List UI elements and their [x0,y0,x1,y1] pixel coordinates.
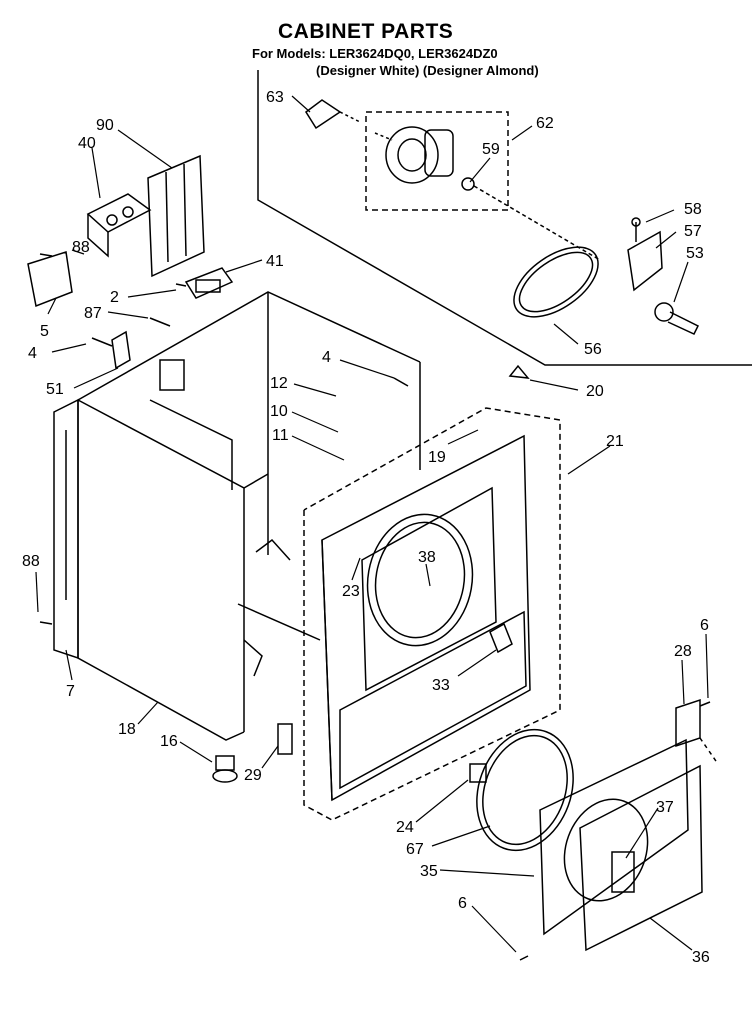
callout-2: 2 [110,289,119,306]
callout-51: 51 [46,381,64,398]
door-opening-ring [366,513,474,647]
callout-4-left: 4 [28,345,37,362]
callout-11: 11 [272,427,289,444]
callout-88-top: 88 [72,239,90,256]
outer-door-panel [579,764,703,952]
callout-21: 21 [606,433,624,450]
callout-16: 16 [160,733,178,750]
front-clip [277,723,293,755]
callout-28: 28 [674,643,692,660]
callout-37: 37 [656,799,674,816]
cabinet [77,291,421,741]
callout-88-left: 88 [22,553,40,570]
callout-19: 19 [428,449,446,466]
callout-35: 35 [420,863,438,880]
model-colors: (Designer White) (Designer Almond) [316,63,539,78]
callout-29: 29 [244,767,262,784]
door-seal [476,728,574,852]
callout-67: 67 [406,841,424,858]
model-numbers: For Models: LER3624DQ0, LER3624DZ0 [252,46,498,61]
drive-belt [513,246,599,318]
callout-4-right: 4 [322,349,331,366]
door-group-outline [699,737,719,765]
callout-63: 63 [266,89,284,106]
cabinet-screws [39,253,711,961]
callout-53: 53 [686,245,704,262]
motor-section-outline [257,70,752,366]
callout-38: 38 [418,549,436,566]
door-catch [469,763,487,783]
callout-33: 33 [432,677,450,694]
callout-90: 90 [96,117,114,134]
top-glide [508,364,530,379]
callout-23: 23 [342,583,360,600]
cabinet-clip [111,330,131,370]
callout-40: 40 [78,135,96,152]
front-panel [321,434,531,802]
callout-5: 5 [40,323,49,340]
leveling-leg [212,755,238,783]
leader-lines [35,95,709,953]
cabinet-side-panel [53,398,79,660]
callout-7: 7 [66,683,75,700]
callout-57: 57 [684,223,702,240]
idler-pulley [654,302,700,335]
callout-10: 10 [270,403,288,420]
timer-bracket [147,154,205,278]
callout-62: 62 [536,115,554,132]
diagram-title: CABINET PARTS [278,20,454,43]
callout-36: 36 [692,949,710,966]
wire-cover [27,251,73,308]
callout-58: 58 [684,201,702,218]
terminal-block [86,193,152,258]
door-strike [489,622,513,654]
callout-24: 24 [396,819,414,836]
callout-labels: 90 40 88 5 2 41 87 4 51 63 62 59 58 57 5… [22,89,710,966]
idler-bracket [627,217,663,292]
callout-41: 41 [266,253,284,270]
door-hinge [675,698,701,748]
callout-6-right: 6 [700,617,709,634]
callout-12: 12 [270,375,288,392]
callout-20: 20 [586,383,604,400]
front-panel-outline [303,407,561,821]
motor-clip [304,99,361,130]
callout-56: 56 [584,341,602,358]
callout-18: 18 [118,721,136,738]
door-switch [184,267,234,299]
callout-59: 59 [482,141,500,158]
callout-87: 87 [84,305,102,322]
callout-6-bottom: 6 [458,895,467,912]
inner-door-panel [539,738,689,936]
